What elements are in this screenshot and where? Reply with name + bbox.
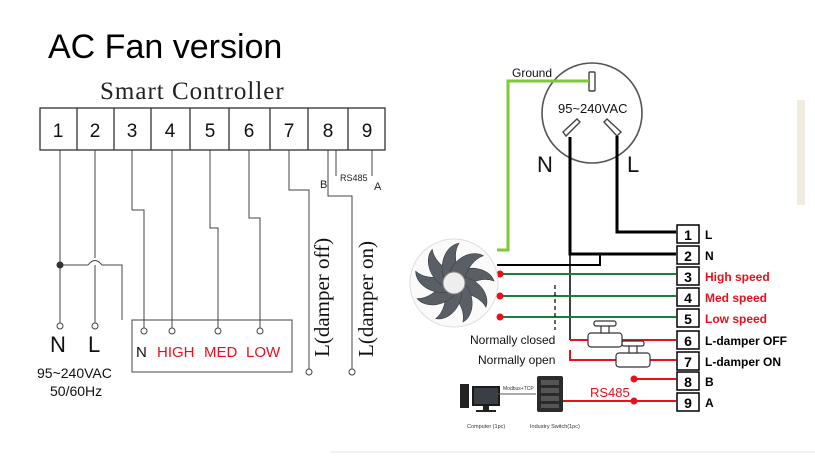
controller-wires — [59, 150, 373, 370]
neutral-to-fan — [497, 254, 601, 266]
n-label-left: N — [50, 332, 66, 357]
terminal-label-3: High speed — [705, 270, 770, 284]
terminal-number-5: 5 — [684, 311, 692, 327]
terminal-box-5 — [676, 308, 700, 328]
terminal-label-8: B — [705, 375, 714, 389]
terminal-7: 7 — [284, 121, 295, 142]
plug-n-label: N — [537, 152, 553, 177]
terminal-number-7: 7 — [684, 354, 692, 370]
terminal-number-4: 4 — [684, 290, 692, 306]
modbus-label: Modbus+TCP — [503, 386, 534, 392]
terminal-1: 1 — [53, 121, 64, 142]
computer-caption: Computer (1pc) — [467, 424, 505, 430]
ground-label: Ground — [512, 66, 552, 80]
terminal-label-7: L-damper ON — [705, 355, 781, 369]
terminal-label-9: A — [705, 396, 714, 410]
terminal-8: 8 — [323, 121, 334, 142]
b-label-left: B — [320, 179, 327, 191]
motor-box — [131, 319, 293, 373]
terminal-box-9 — [676, 392, 700, 412]
terminal-number-6: 6 — [684, 333, 692, 349]
terminal-label-4: Med speed — [705, 291, 767, 305]
terminal-label-6: L-damper OFF — [705, 334, 787, 348]
terminal-box-8 — [676, 371, 700, 391]
supply-frequency: 50/60Hz — [50, 383, 102, 399]
normally-closed-label: Normally closed — [470, 333, 555, 347]
l-label-left: L — [88, 332, 100, 357]
terminal-box-6 — [676, 330, 700, 350]
rs485-label-right: RS485 — [590, 385, 630, 400]
terminal-5: 5 — [205, 121, 216, 142]
terminal-9: 9 — [362, 121, 373, 142]
rs485-label-left: RS485 — [340, 173, 368, 183]
terminal-block — [39, 107, 386, 151]
terminal-box-2 — [676, 245, 700, 265]
terminal-label-1: L — [705, 228, 712, 242]
terminal-rings — [56, 322, 356, 376]
terminal-box-7 — [676, 351, 700, 371]
junction-dot — [56, 261, 64, 269]
damper-off-label: L(damper off) — [310, 238, 334, 357]
fan-wire-dots — [496, 270, 638, 405]
supply-voltage: 95~240VAC — [37, 365, 112, 381]
computer-icon — [460, 384, 500, 412]
controller-title: Smart Controller — [100, 78, 285, 105]
terminal-number-3: 3 — [684, 269, 692, 285]
side-bar — [797, 100, 805, 205]
terminal-number-8: 8 — [684, 374, 692, 390]
terminal-number-2: 2 — [684, 248, 692, 264]
terminal-number-1: 1 — [684, 227, 692, 243]
normally-open-label: Normally open — [478, 353, 555, 367]
socket-voltage: 95~240VAC — [558, 101, 628, 116]
terminal-2: 2 — [90, 121, 101, 142]
terminal-label-2: N — [705, 249, 714, 263]
fan-icon — [409, 238, 499, 328]
motor-n: N — [136, 344, 147, 361]
ground-wire — [497, 79, 589, 252]
live-wire — [615, 136, 676, 234]
damper-on-label: L(damper on) — [354, 241, 378, 357]
valve-normally-open — [615, 340, 651, 368]
terminal-4: 4 — [165, 121, 176, 142]
terminal-box-3 — [676, 266, 700, 286]
switch-icon — [537, 376, 563, 412]
terminal-number-9: 9 — [684, 395, 692, 411]
terminal-6: 6 — [244, 121, 255, 142]
a-label-left: A — [374, 181, 382, 193]
terminal-label-5: Low speed — [705, 312, 767, 326]
ground-pin — [588, 71, 596, 92]
valve-normally-closed — [587, 320, 623, 348]
neutral-pin — [562, 118, 581, 138]
plug-l-label: L — [627, 152, 639, 177]
terminal-box-1 — [676, 224, 700, 244]
switch-caption: Industry Switch(1pc) — [530, 424, 580, 430]
terminal-box-4 — [676, 287, 700, 307]
terminal-3: 3 — [127, 121, 138, 142]
motor-high: HIGH — [157, 344, 195, 361]
motor-med: MED — [204, 344, 238, 361]
fan-hub — [442, 271, 466, 295]
diagram-title: AC Fan version — [48, 28, 282, 66]
motor-low: LOW — [246, 344, 281, 361]
damper-on-wire — [569, 350, 676, 361]
